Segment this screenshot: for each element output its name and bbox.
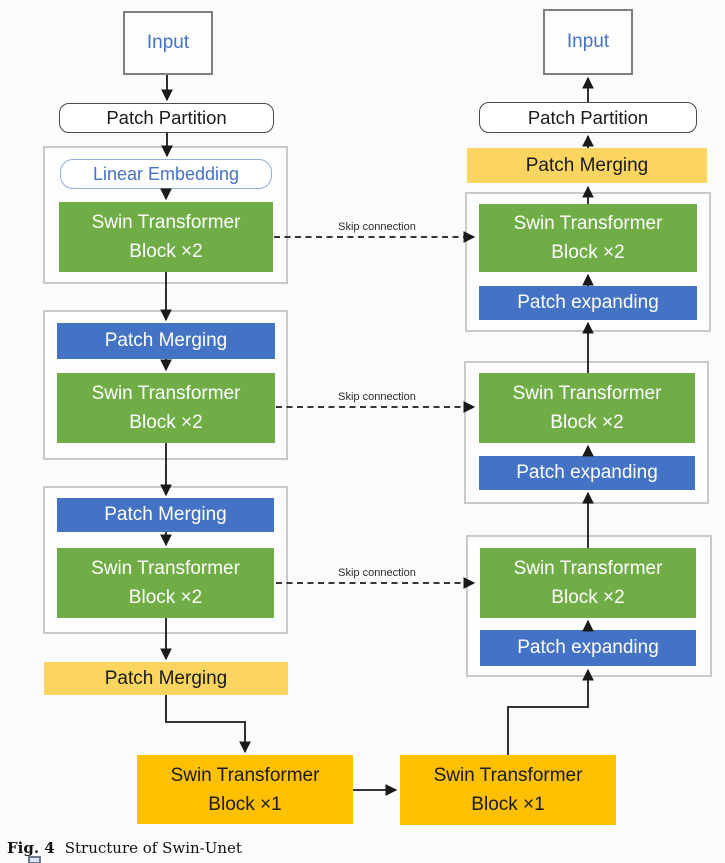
swin-block-line2: Block ×1 (471, 794, 545, 815)
encoder-stage2-patch-merging: Patch Merging (57, 323, 275, 359)
decoder-stage2-swin-block: Swin Transformer Block ×2 (479, 373, 695, 443)
encoder-stage3-patch-merging: Patch Merging (57, 498, 274, 532)
input-label: Input (146, 32, 190, 53)
encoder-stage3-swin-block: Swin Transformer Block ×2 (57, 548, 274, 618)
input-box-right: Input (543, 9, 633, 75)
swin-block-line2: Block ×2 (128, 587, 203, 608)
patch-partition-left: Patch Partition (59, 103, 274, 133)
swin-block-line2: Block ×2 (550, 412, 624, 433)
patch-merging-label: Patch Merging (104, 330, 228, 351)
swin-block-line2: Block ×2 (551, 242, 625, 263)
swin-block-line2: Block ×2 (129, 412, 203, 433)
bottleneck-swin-block-left: Swin Transformer Block ×1 (137, 755, 353, 824)
swin-block-line1: Swin Transformer (513, 213, 663, 234)
decoder-upsample-patch-merging: Patch Merging (467, 148, 707, 183)
swin-block-line1: Swin Transformer (91, 212, 241, 233)
cropped-artifact (28, 856, 41, 863)
skip-connection-label-1: Skip connection (338, 221, 416, 233)
decoder-stage3-patch-expanding: Patch expanding (480, 630, 696, 666)
swin-block-line2: Block ×1 (208, 793, 282, 815)
patch-merging-label: Patch Merging (525, 154, 649, 176)
swin-block-line2: Block ×2 (551, 587, 625, 608)
patch-partition-right: Patch Partition (479, 102, 697, 133)
decoder-stage1-swin-block: Swin Transformer Block ×2 (479, 204, 697, 272)
arrow-bottleneck-to-decoder (507, 668, 594, 755)
linear-embedding-label: Linear Embedding (92, 163, 240, 184)
swin-block-line1: Swin Transformer (512, 383, 662, 404)
decoder-stage1-patch-expanding: Patch expanding (479, 286, 697, 320)
encoder-stage1-swin-block: Swin Transformer Block ×2 (59, 202, 273, 272)
decoder-stage3-swin-block: Swin Transformer Block ×2 (480, 548, 696, 618)
linear-embedding-box: Linear Embedding (60, 159, 272, 189)
arrow-merging4-to-bottleneck-left (165, 695, 251, 754)
swin-block-line1: Swin Transformer (433, 765, 583, 786)
patch-merging-label: Patch Merging (104, 504, 227, 525)
input-label: Input (566, 31, 610, 52)
decoder-stage2-patch-expanding: Patch expanding (479, 456, 695, 490)
figure-caption-text: Structure of Swin-Unet (64, 839, 242, 857)
skip-connection-label-2: Skip connection (338, 391, 416, 403)
patch-partition-label: Patch Partition (106, 107, 227, 128)
input-box-left: Input (123, 11, 213, 75)
swin-block-line1: Swin Transformer (91, 558, 240, 579)
figure-number: Fig. 4 (7, 839, 55, 857)
patch-expanding-label: Patch expanding (517, 637, 659, 658)
patch-expanding-label: Patch expanding (517, 292, 659, 313)
swin-block-line2: Block ×2 (129, 241, 203, 262)
figure-caption: Fig. 4 Structure of Swin-Unet (7, 839, 242, 857)
bottleneck-swin-block-right: Swin Transformer Block ×1 (400, 755, 616, 825)
patch-expanding-label: Patch expanding (516, 462, 658, 483)
encoder-downsample-patch-merging: Patch Merging (44, 662, 288, 695)
patch-merging-label: Patch Merging (104, 667, 228, 689)
swin-block-line1: Swin Transformer (170, 764, 320, 786)
skip-connection-label-3: Skip connection (338, 567, 416, 579)
swin-block-line1: Swin Transformer (513, 558, 663, 579)
encoder-stage2-swin-block: Swin Transformer Block ×2 (57, 373, 275, 443)
swin-block-line1: Swin Transformer (91, 383, 241, 404)
patch-partition-label: Patch Partition (527, 106, 649, 128)
